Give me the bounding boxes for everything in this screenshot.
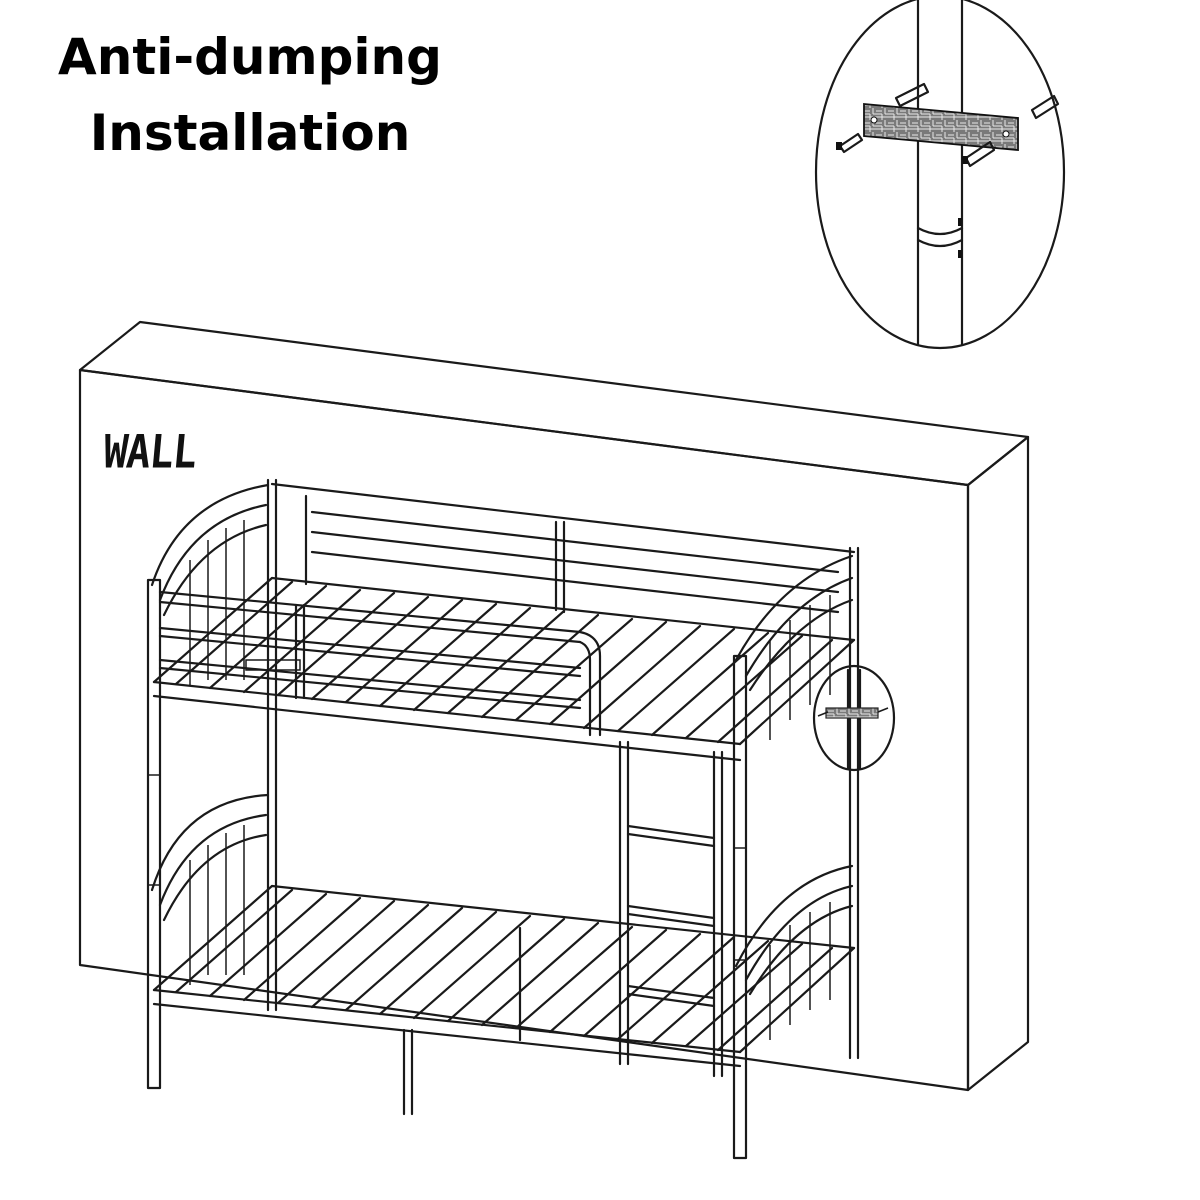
title-line-1: Anti-dumping bbox=[58, 28, 442, 86]
bracket-icon bbox=[825, 707, 879, 719]
wall bbox=[78, 320, 1030, 1092]
bracket-icon bbox=[863, 103, 1019, 151]
ladder bbox=[618, 740, 724, 1078]
lower-slats bbox=[174, 888, 834, 1052]
bracket-callout-small bbox=[812, 664, 896, 772]
bunk-bed-icon bbox=[146, 478, 860, 1160]
bracket-callout-large bbox=[814, 0, 1066, 350]
wall-label: WALL bbox=[101, 426, 199, 479]
title-line-2: Installation bbox=[89, 104, 411, 162]
front-right-post bbox=[732, 654, 748, 1160]
screw-icon bbox=[836, 82, 1060, 168]
front-left-post bbox=[146, 578, 162, 1090]
front-guardrail bbox=[158, 590, 602, 737]
